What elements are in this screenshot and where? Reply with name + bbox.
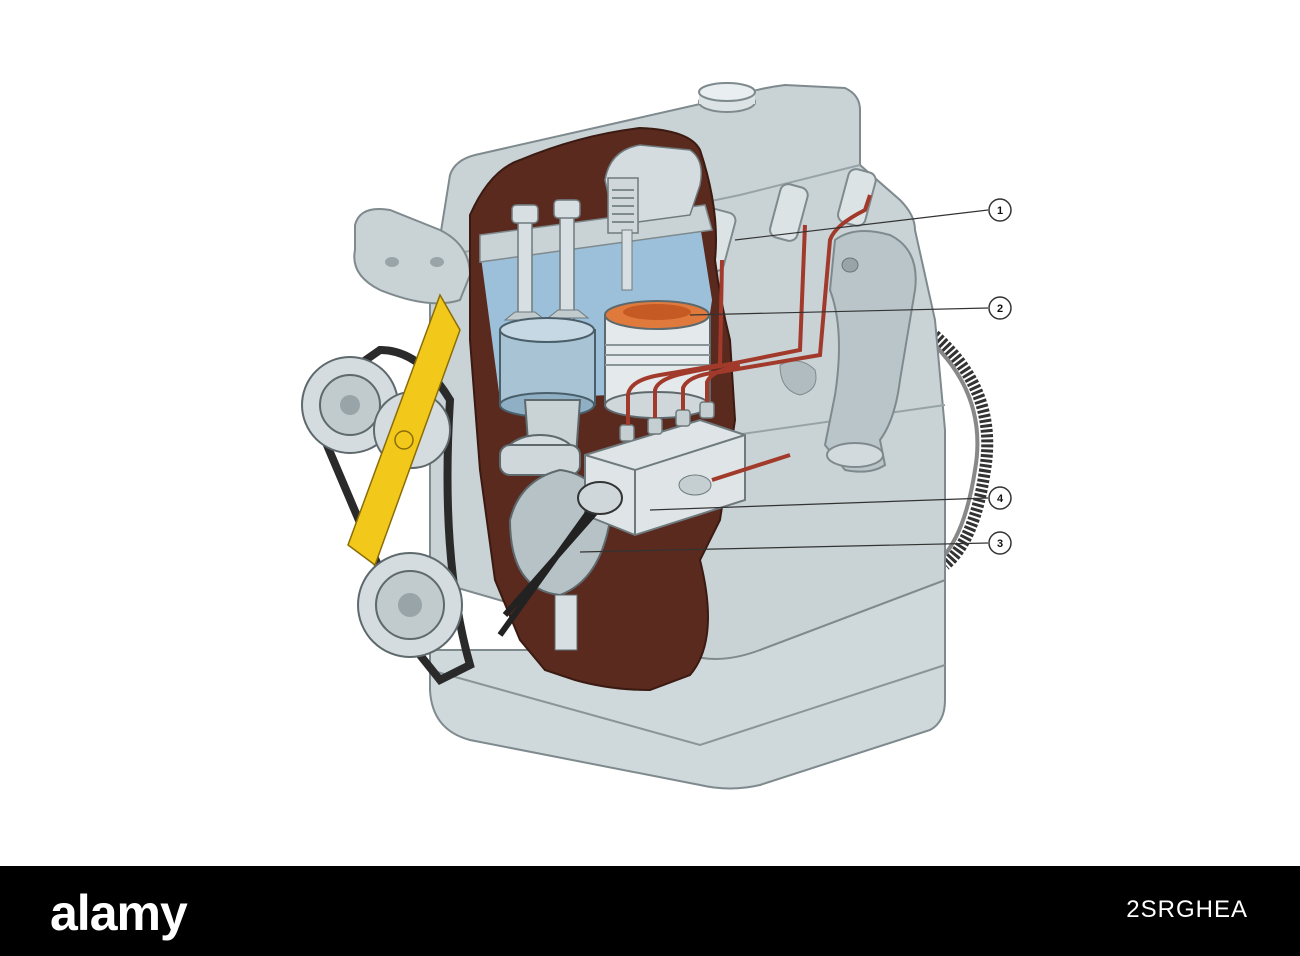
oil-pan: [429, 578, 946, 790]
exhaust-manifold: [779, 230, 917, 473]
brand-logo: alamy: [50, 885, 188, 941]
pump-drive-belt: [497, 481, 623, 651]
engine-illustration: 1 2 4 3: [301, 82, 1012, 790]
callout-label-4: 4: [997, 493, 1004, 505]
fan: [347, 293, 461, 567]
callout-4: 4: [988, 486, 1012, 510]
callout-1: 1: [988, 198, 1012, 222]
callout-2: 2: [988, 296, 1012, 320]
leader-lines: [579, 209, 989, 553]
flywheel: [910, 315, 994, 570]
intake-manifold: [353, 208, 472, 305]
callout-label-3: 3: [997, 538, 1003, 550]
engine-diagram: 1 2 4 3: [301, 82, 1012, 790]
callout-label-1: 1: [997, 205, 1003, 217]
watermark-bar: alamy 2SRGHEA: [0, 866, 1300, 956]
oil-filler-cap: [698, 82, 756, 113]
callout-label-2: 2: [997, 303, 1003, 315]
image-id: 2SRGHEA: [1126, 896, 1248, 923]
crankshaft: [499, 399, 612, 597]
piston-right: [604, 300, 711, 419]
callout-3: 3: [988, 531, 1012, 555]
rocker-assembly: [604, 144, 702, 291]
fuel-lines: [626, 194, 872, 425]
